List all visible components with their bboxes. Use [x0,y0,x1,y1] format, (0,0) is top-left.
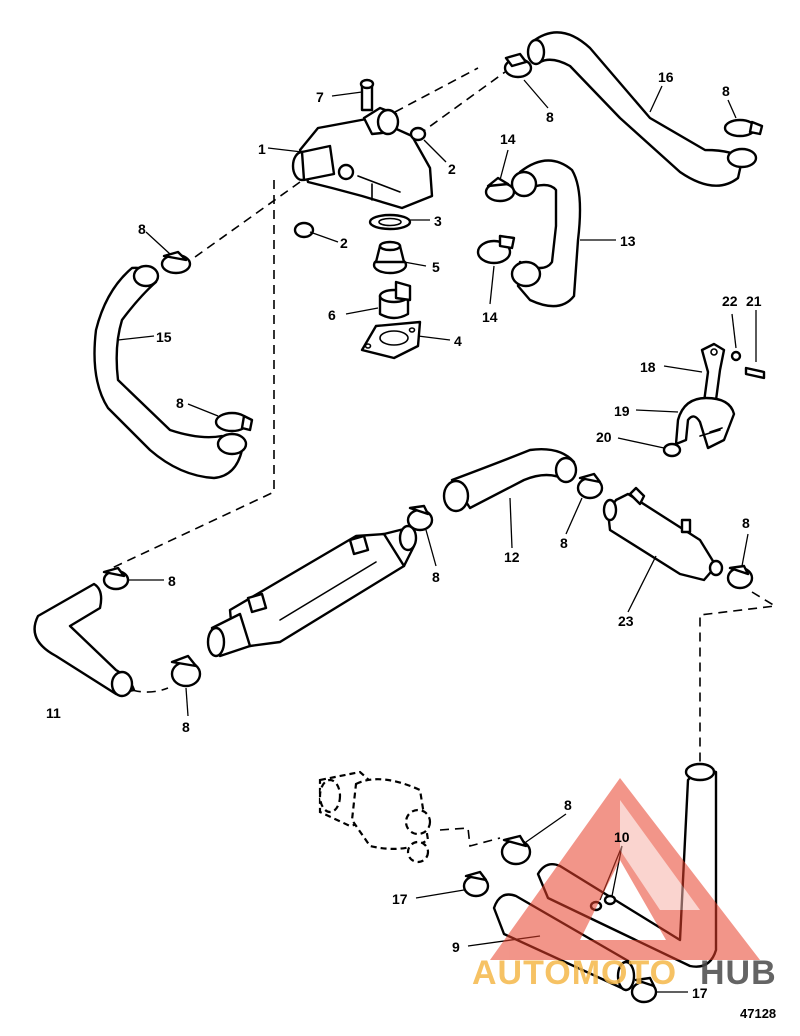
watermark-logo [490,778,760,960]
callout-20: 20 [596,429,612,445]
hose-clamp [726,564,754,590]
callout-14: 14 [482,309,498,325]
callout-9: 9 [452,939,460,955]
callout-8: 8 [168,573,176,589]
hose-13 [510,159,582,308]
callout-15: 15 [156,329,172,345]
callout-21: 21 [746,293,762,309]
callout-13: 13 [620,233,636,249]
seawater-filter [602,486,724,582]
watermark-text-right: HUB [700,954,777,992]
hose-clamp-14 [476,234,516,265]
callout-17: 17 [392,891,408,907]
callout-18: 18 [640,359,656,375]
watermark-text: AUTOMOTO HUB [472,954,777,992]
leader-lines [117,79,757,993]
hose-clamp [576,472,604,500]
callout-8: 8 [564,797,572,813]
hose-clamp [102,566,130,591]
callouts: 1 2 2 3 4 5 6 7 8 8 8 8 8 8 8 8 8 8 9 10… [46,69,776,1021]
hose-15 [93,264,248,480]
hose-11 [33,582,136,698]
reference-number: 47128 [740,1006,776,1021]
callout-8: 8 [560,535,568,551]
routing-lines [111,67,778,848]
callout-8: 8 [546,109,554,125]
hose-clamp [500,834,532,866]
callout-8: 8 [138,221,146,237]
callout-10: 10 [614,829,630,845]
callout-2: 2 [448,161,456,177]
callout-19: 19 [614,403,630,419]
callout-14: 14 [500,131,516,147]
callout-6: 6 [328,307,336,323]
hose-12 [442,448,578,513]
watermark-inner-wedge [620,800,700,910]
callout-8: 8 [722,83,730,99]
seawater-pump-ghost [318,770,432,864]
heat-exchanger [206,524,418,658]
callout-4: 4 [454,333,462,349]
flange-gasket [360,320,422,360]
hose-clamp-14 [484,176,516,203]
thermostat [372,240,408,275]
hose-clamp [170,654,202,688]
hose-clamp [723,118,764,138]
callout-17: 17 [692,985,708,1001]
callout-8: 8 [182,719,190,735]
callout-12: 12 [504,549,520,565]
callout-7: 7 [316,89,324,105]
callout-22: 22 [722,293,738,309]
callout-3: 3 [434,213,442,229]
hose-clamp [406,504,434,532]
hose-clamp-17 [462,870,490,898]
hose-clamp [160,250,192,275]
callout-8: 8 [742,515,750,531]
callout-11: 11 [46,705,61,721]
callout-8: 8 [432,569,440,585]
callout-1: 1 [258,141,266,157]
hose-clamp [503,52,533,79]
callout-8: 8 [176,395,184,411]
gasket-3 [368,213,412,231]
callout-23: 23 [618,613,634,629]
thermostat-housing [291,78,434,239]
callout-5: 5 [432,259,440,275]
fitting-10 [603,894,617,906]
bracket-assembly [662,342,766,458]
hose-clamp-17 [630,976,658,1004]
callout-2: 2 [340,235,348,251]
callout-16: 16 [658,69,674,85]
hose-clamp [214,411,254,433]
sleeve [378,280,412,320]
watermark-triangle [490,778,760,960]
hose-16 [526,31,758,187]
watermark-text-left: AUTOMOTO [472,954,677,992]
